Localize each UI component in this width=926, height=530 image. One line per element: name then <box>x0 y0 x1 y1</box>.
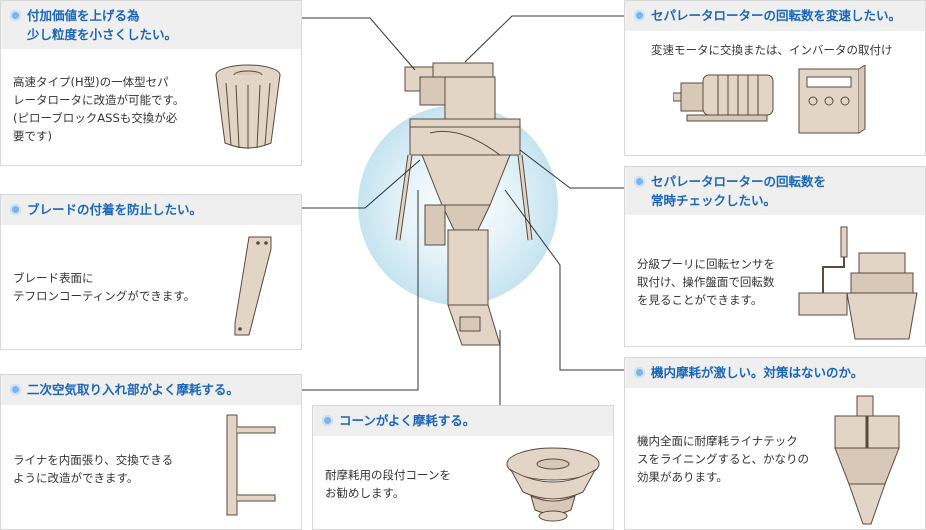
panel-title: セパレータローターの回転数を 常時チェックしたい。 <box>651 174 827 208</box>
blade-illustration <box>231 235 276 340</box>
panel-blade-coating: ブレードの付着を防止したい。 ブレード表面に テフロンコーティングができます。 <box>0 194 302 350</box>
circle-bullet-icon <box>634 176 645 187</box>
liner-illustration <box>223 413 283 518</box>
panel-body: 分級プーリに回転センサを 取付け、操作盤面で回転数 を見ることができます。 <box>637 257 775 307</box>
panel-header: 付加価値を上げる為 少し粒度を小さくしたい。 <box>1 1 301 49</box>
panel-title: コーンがよく摩耗する。 <box>339 413 476 428</box>
panel-header: 二次空気取り入れ部がよく摩耗する。 <box>1 375 301 405</box>
circle-bullet-icon <box>10 10 21 21</box>
pulley-sensor-illustration <box>797 223 922 343</box>
panel-title: 二次空気取り入れ部がよく摩耗する。 <box>27 382 239 397</box>
gear-motor-illustration <box>673 69 783 129</box>
panel-body: ブレード表面に テフロンコーティングができます。 <box>13 271 196 303</box>
panel-body: 機内全面に耐摩耗ライナテック スをライニングすると、かなりの 効果があります。 <box>637 434 810 484</box>
panel-body: 高速タイプ(H型)の一体型セパ レータロータに改造が可能です。 (ピローブロック… <box>13 75 185 143</box>
panel-internal-wear: 機内摩耗が激しい。対策はないのか。 機内全面に耐摩耗ライナテック スをライニング… <box>624 357 926 530</box>
panel-title: ブレードの付着を防止したい。 <box>27 202 203 217</box>
panel-body: 耐摩耗用の段付コーンを お勧めします。 <box>325 468 451 500</box>
stepped-cone-illustration <box>503 442 603 527</box>
panel-rotation-sensor: セパレータローターの回転数を 常時チェックしたい。 分級プーリに回転センサを 取… <box>624 166 926 347</box>
circle-bullet-icon <box>322 415 333 426</box>
panel-body: 変速モータに交換または、インバータの取付け <box>651 43 893 57</box>
panel-rotor-upgrade: 付加価値を上げる為 少し粒度を小さくしたい。 高速タイプ(H型)の一体型セパ レ… <box>0 0 302 166</box>
circle-bullet-icon <box>634 367 645 378</box>
panel-secondary-air-liner: 二次空気取り入れ部がよく摩耗する。 ライナを内面張り、交換できる ように改造がで… <box>0 374 302 530</box>
panel-header: セパレータローターの回転数を変速したい。 <box>625 1 925 31</box>
circle-bullet-icon <box>634 10 645 21</box>
inverter-panel-illustration <box>797 65 867 137</box>
panel-body: ライナを内面張り、交換できる ように改造ができます。 <box>13 453 174 485</box>
panel-header: コーンがよく摩耗する。 <box>313 406 613 436</box>
panel-header: ブレードの付着を防止したい。 <box>1 195 301 225</box>
circle-bullet-icon <box>10 384 21 395</box>
panel-stepped-cone: コーンがよく摩耗する。 耐摩耗用の段付コーンを お勧めします。 <box>312 405 614 530</box>
panel-title: 付加価値を上げる為 少し粒度を小さくしたい。 <box>27 8 178 42</box>
panel-header: 機内摩耗が激しい。対策はないのか。 <box>625 358 925 388</box>
panel-title: 機内摩耗が激しい。対策はないのか。 <box>651 365 864 380</box>
panel-header: セパレータローターの回転数を 常時チェックしたい。 <box>625 167 925 215</box>
circle-bullet-icon <box>10 204 21 215</box>
separator-rotor-illustration <box>211 61 286 156</box>
panel-variable-speed: セパレータローターの回転数を変速したい。 変速モータに交換または、インバータの取… <box>624 0 926 156</box>
lined-machine-section-illustration <box>827 394 907 529</box>
panel-title: セパレータローターの回転数を変速したい。 <box>651 8 902 23</box>
central-machine-illustration <box>350 55 580 355</box>
